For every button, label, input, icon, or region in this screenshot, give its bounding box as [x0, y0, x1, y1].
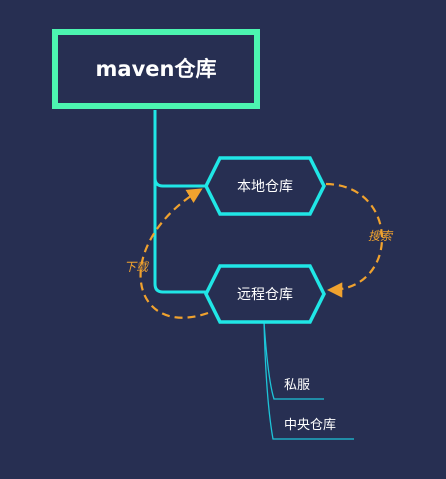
- relation-arrow-download: [139, 188, 209, 319]
- relation-label-download: 下载: [124, 260, 150, 274]
- leaf-private-server[interactable]: 私服: [284, 378, 310, 393]
- branch-connector-local: [153, 177, 206, 188]
- node-remote-repo-label: 远程仓库: [237, 287, 293, 303]
- root-node-box[interactable]: [52, 29, 260, 109]
- trunk-connector: [153, 110, 206, 294]
- node-local-repo[interactable]: [204, 156, 326, 216]
- leaf-central-repo[interactable]: 中央仓库: [284, 417, 336, 433]
- node-local-repo-label: 本地仓库: [237, 179, 293, 195]
- relation-label-search: 搜索: [368, 229, 394, 243]
- node-remote-repo[interactable]: [204, 264, 326, 324]
- relation-arrow-search: [325, 182, 384, 298]
- root-node-label: maven仓库: [96, 57, 217, 81]
- leaf-connector-central: [263, 321, 354, 440]
